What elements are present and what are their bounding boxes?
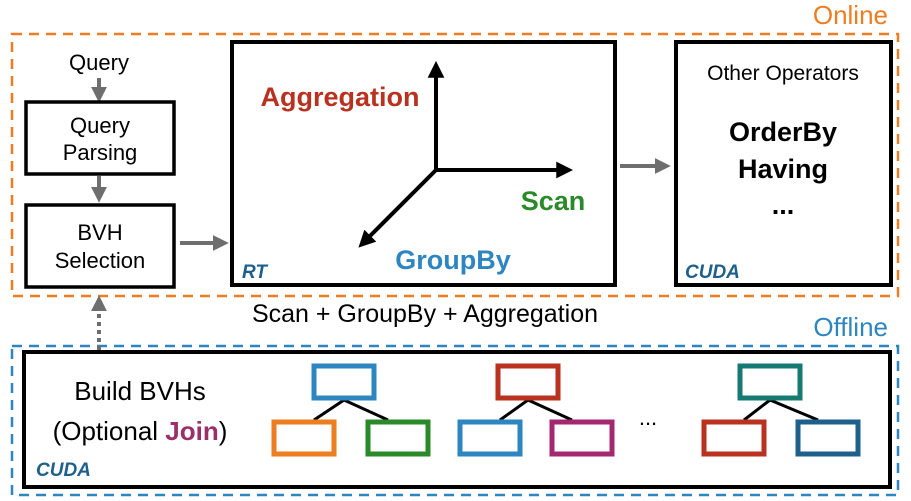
scan-label: Scan: [521, 186, 586, 216]
bvh-selection-line2: Selection: [55, 248, 146, 273]
operators-box: [674, 40, 893, 287]
offline-region: [10, 344, 900, 497]
query-parsing-box: [24, 100, 176, 176]
axis-diagonal: [358, 168, 438, 248]
tree-edge-right: [769, 398, 819, 422]
rt-box: [230, 40, 617, 287]
bvh-selection-line1: BVH: [77, 220, 122, 245]
tree-node-root: [495, 363, 561, 401]
tree-node-right: [795, 419, 861, 457]
tree-node-root: [311, 363, 377, 401]
operators-title: Other Operators: [707, 62, 859, 85]
rt-tag: RT: [242, 262, 268, 283]
tree-node-left: [457, 419, 523, 457]
operators-tag: CUDA: [685, 262, 740, 283]
tree-node-right: [365, 419, 431, 457]
query-parsing-line2: Parsing: [63, 140, 138, 165]
build-line2-suffix: ): [219, 416, 228, 446]
build-line2: (Optional Join): [53, 416, 228, 446]
trees-ellipsis: ...: [639, 405, 657, 430]
operator-orderby: OrderBy: [729, 117, 837, 147]
tree-edge-left: [499, 398, 529, 422]
tree-node-left: [701, 419, 767, 457]
bvh-tree-2: [457, 363, 615, 457]
bvh-tree-3: [701, 363, 861, 457]
build-tag: CUDA: [36, 460, 91, 481]
join-label: Join: [165, 416, 218, 446]
query-parsing-line1: Query: [70, 113, 130, 138]
offline-label: Offline: [813, 312, 888, 342]
online-region: [10, 32, 900, 298]
build-line2-prefix: (Optional: [53, 416, 166, 446]
build-line1: Build BVHs: [74, 376, 206, 406]
rt-caption: Scan + GroupBy + Aggregation: [252, 300, 598, 328]
bvh-tree-1: [271, 363, 431, 457]
operator-having: Having: [738, 154, 828, 184]
aggregation-label: Aggregation: [261, 82, 420, 112]
tree-edge-left: [743, 398, 771, 422]
tree-edge-left: [313, 398, 345, 422]
tree-edge-right: [527, 398, 573, 422]
groupby-label: GroupBy: [395, 245, 511, 275]
operator-ellipsis: ...: [772, 190, 795, 220]
tree-node-root: [737, 363, 803, 401]
query-label: Query: [69, 50, 129, 75]
tree-node-left: [271, 419, 337, 457]
online-label: Online: [813, 0, 888, 30]
tree-edge-right: [343, 398, 389, 422]
bvh-selection-box: [24, 203, 176, 289]
tree-node-right: [549, 419, 615, 457]
